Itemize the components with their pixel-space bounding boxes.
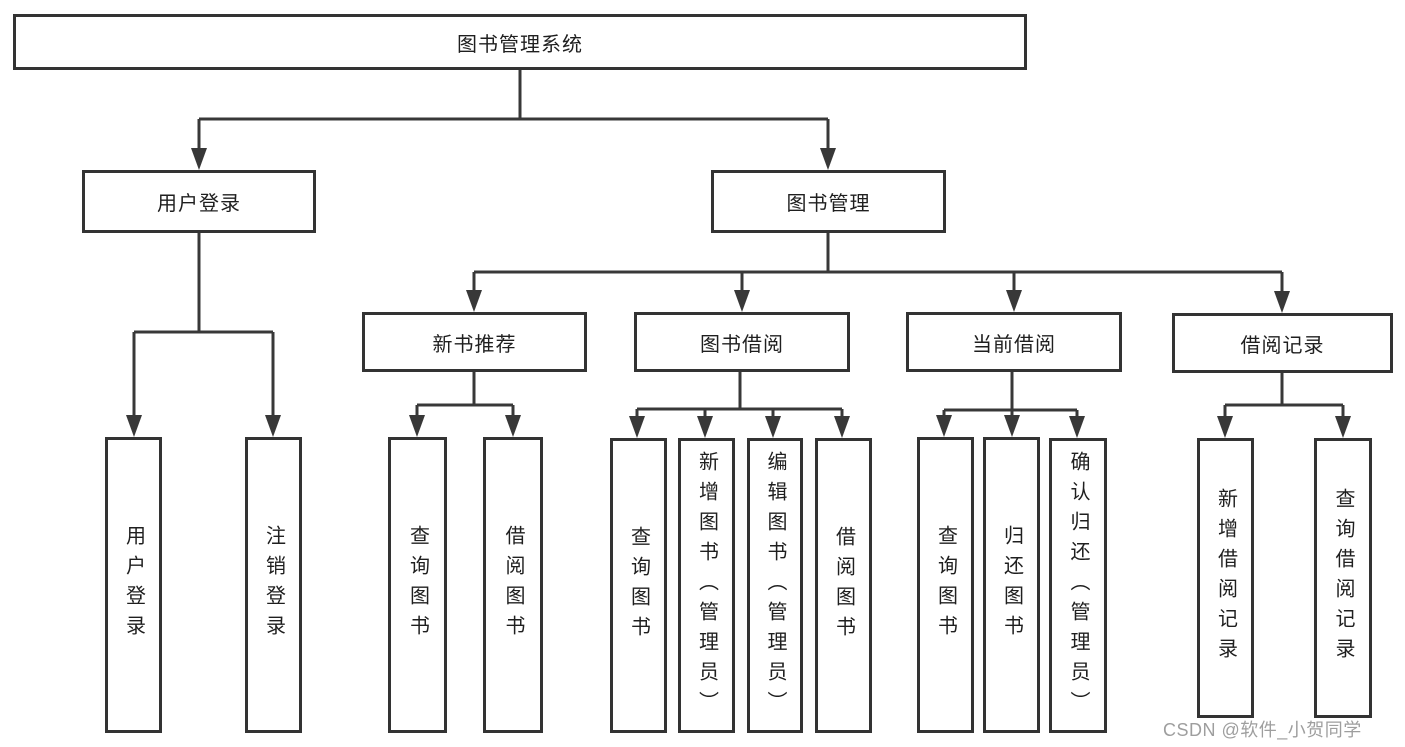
node-new-book-recommend: 新书推荐 (362, 312, 587, 372)
node-leaf-user-login: 用户登录 (105, 437, 162, 733)
node-leaf-edit-book-admin-label: 编辑图书（管理员） (764, 450, 786, 721)
node-leaf-borrow-books-1-label: 借阅图书 (502, 525, 524, 645)
node-leaf-add-borrow-record-label: 新增借阅记录 (1214, 488, 1237, 668)
arrowheads (126, 148, 1351, 438)
node-leaf-return-books-label: 归还图书 (1000, 525, 1023, 645)
node-borrow-records: 借阅记录 (1172, 313, 1393, 373)
node-user-login-module: 用户登录 (82, 170, 316, 233)
connector-strokes (132, 70, 1345, 426)
node-current-borrow-label: 当前借阅 (972, 333, 1056, 356)
node-book-borrow-label: 图书借阅 (700, 333, 784, 356)
node-leaf-add-book-admin: 新增图书（管理员） (678, 438, 735, 733)
node-current-borrow: 当前借阅 (906, 312, 1122, 372)
node-new-book-recommend-label: 新书推荐 (432, 333, 517, 356)
node-leaf-query-books-2-label: 查询图书 (627, 525, 650, 646)
node-leaf-query-books-1: 查询图书 (388, 437, 447, 733)
node-leaf-logout-label: 注销登录 (262, 525, 285, 645)
node-leaf-query-borrow-record: 查询借阅记录 (1314, 438, 1372, 718)
node-leaf-edit-book-admin: 编辑图书（管理员） (747, 438, 803, 733)
node-leaf-query-books-3-label: 查询图书 (934, 525, 957, 645)
node-leaf-confirm-return-admin: 确认归还（管理员） (1049, 438, 1107, 733)
node-root-system: 图书管理系统 (13, 14, 1027, 70)
csdn-watermark: CSDN @软件_小贺同学 (1163, 720, 1362, 740)
node-root-system-label: 图书管理系统 (457, 33, 583, 56)
node-leaf-borrow-books-2-label: 借阅图书 (832, 525, 855, 646)
node-leaf-query-books-3: 查询图书 (917, 437, 974, 733)
node-leaf-logout: 注销登录 (245, 437, 302, 733)
node-user-login-module-label: 用户登录 (157, 193, 241, 215)
node-leaf-return-books: 归还图书 (983, 437, 1040, 733)
node-leaf-add-book-admin-label: 新增图书（管理员） (695, 450, 718, 721)
node-leaf-add-borrow-record: 新增借阅记录 (1197, 438, 1254, 718)
node-leaf-query-borrow-record-label: 查询借阅记录 (1332, 488, 1354, 668)
node-leaf-user-login-label: 用户登录 (122, 525, 145, 645)
node-leaf-borrow-books-1: 借阅图书 (483, 437, 543, 733)
node-leaf-query-books-1-label: 查询图书 (406, 525, 429, 645)
node-borrow-records-label: 借阅记录 (1240, 334, 1325, 357)
node-book-borrow: 图书借阅 (634, 312, 850, 372)
node-leaf-borrow-books-2: 借阅图书 (815, 438, 872, 733)
node-leaf-confirm-return-admin-label: 确认归还（管理员） (1067, 450, 1089, 721)
node-leaf-query-books-2: 查询图书 (610, 438, 667, 733)
node-book-management-module: 图书管理 (711, 170, 946, 233)
node-book-management-module-label: 图书管理 (786, 193, 871, 215)
